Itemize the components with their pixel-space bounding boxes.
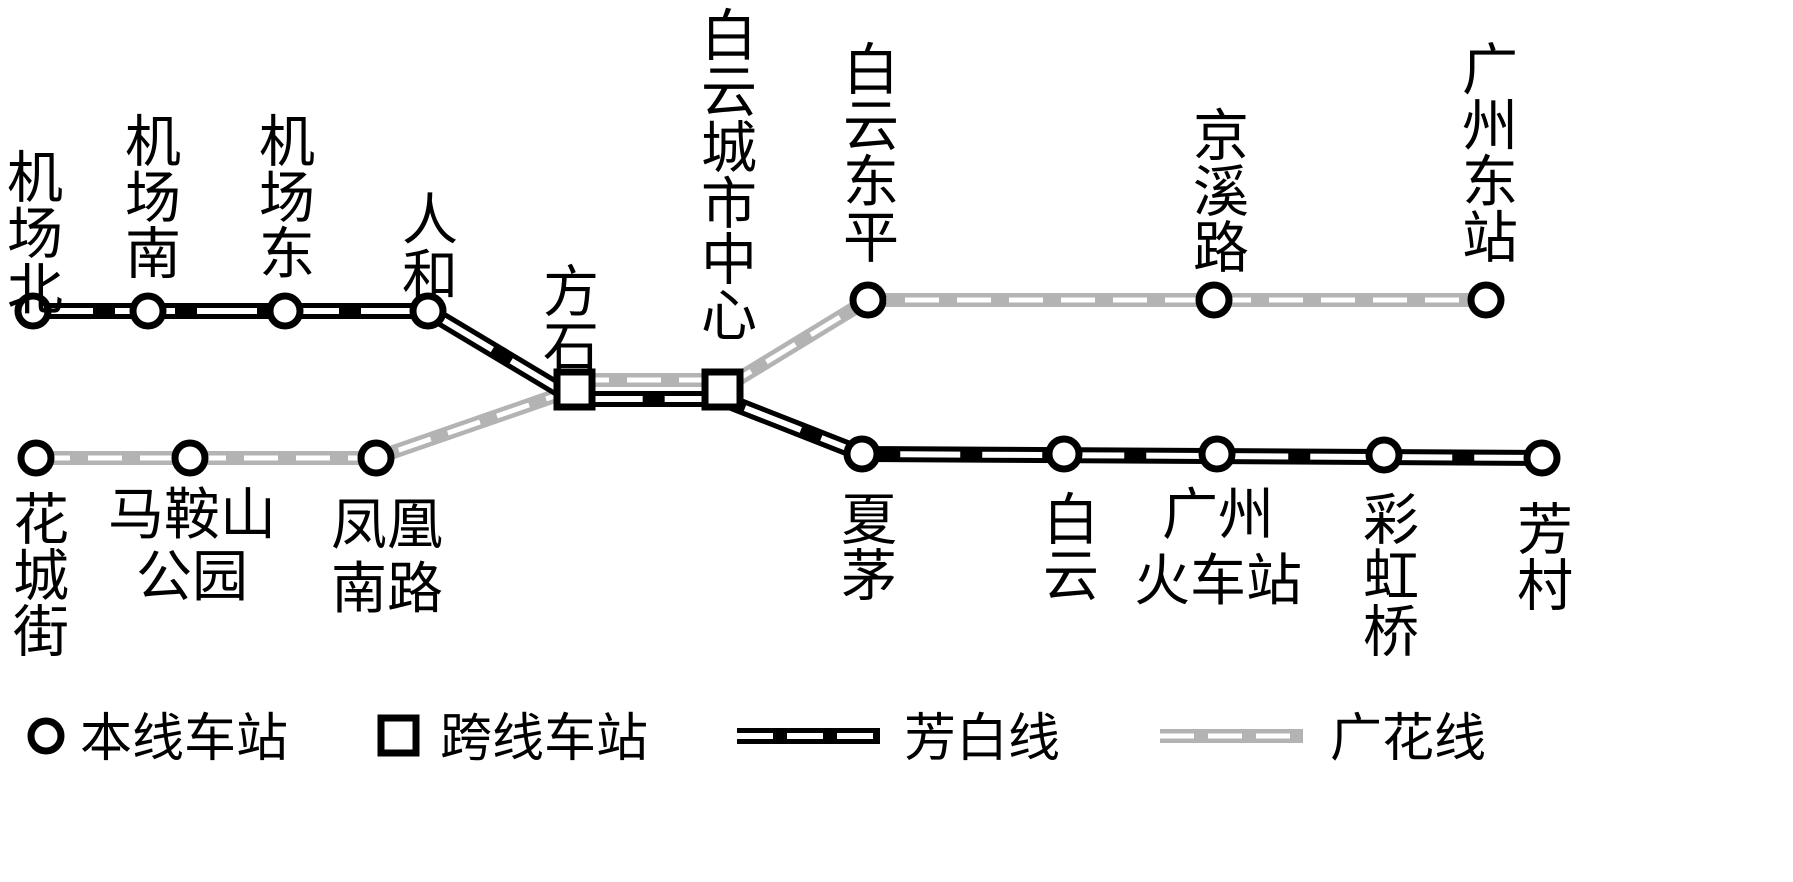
station-jichang-nan[interactable]	[129, 292, 167, 330]
label-baiyun-city-center: 白云城市中心	[692, 6, 757, 342]
label-jingxi-lu: 京溪路	[1184, 106, 1249, 274]
label-fangcun: 芳村	[1508, 500, 1573, 612]
station-guangzhou-huochezhan[interactable]	[1198, 435, 1236, 473]
label-guangzhou-dongzhan: 广州东站	[1453, 40, 1518, 264]
legend: 本线车站 跨线车站 芳白线 广花线	[27, 709, 1486, 769]
label-guangzhou-huochezhan-2: 火车站	[1134, 549, 1302, 614]
label-jichang-dong: 机场东	[250, 112, 315, 280]
label-guangzhou-huochezhan-1: 广州	[1162, 483, 1274, 548]
label-renhe: 人和	[393, 190, 458, 302]
legend-fangbai-line-label: 芳白线	[904, 709, 1060, 769]
label-xiamao: 夏茅	[832, 490, 897, 602]
guanghua-line-west	[36, 382, 578, 465]
station-fenghuang-nanlu[interactable]	[357, 439, 395, 477]
fangbai-line-path	[33, 303, 1543, 466]
label-fangshi: 方石	[534, 262, 599, 374]
station-fangshi[interactable]	[553, 368, 596, 411]
label-jichang-nan: 机场南	[116, 112, 181, 280]
guanghua-line	[36, 293, 1486, 465]
station-baiyun-dongping[interactable]	[849, 281, 887, 319]
stations	[14, 281, 1561, 477]
label-fenghuang-nanlu-2: 南路	[331, 557, 443, 622]
legend-own-station-icon	[27, 717, 65, 755]
legend-guanghua-line-label: 广花线	[1330, 709, 1486, 769]
label-baiyun: 白云	[1034, 490, 1099, 602]
legend-own-station-label: 本线车站	[80, 709, 288, 769]
station-renhe[interactable]	[409, 292, 447, 330]
station-guangzhou-dongzhan[interactable]	[1467, 281, 1505, 319]
station-baiyun-city-center[interactable]	[701, 368, 744, 411]
label-baiyun-dongping: 白云东平	[834, 40, 899, 264]
station-xiamao[interactable]	[843, 435, 881, 473]
station-baiyun[interactable]	[1045, 435, 1083, 473]
station-fangcun[interactable]	[1523, 439, 1561, 477]
guanghua-line-east	[718, 293, 1486, 395]
station-jingxi-lu[interactable]	[1195, 281, 1233, 319]
legend-transfer-station-icon	[377, 714, 420, 757]
legend-transfer-station-label: 跨线车站	[440, 709, 648, 769]
station-jichang-bei[interactable]	[14, 292, 52, 330]
station-maanshan-gongyuan[interactable]	[171, 439, 209, 477]
label-maanshan-gongyuan-1: 马鞍山	[108, 483, 276, 548]
label-maanshan-gongyuan-2: 公园	[136, 545, 248, 610]
fangbai-line	[33, 303, 1543, 466]
label-fenghuang-nanlu-1: 凤凰	[331, 493, 443, 558]
label-jichang-bei: 机场北	[0, 148, 63, 316]
station-jichang-dong[interactable]	[266, 292, 304, 330]
label-huacheng-jie: 花城街	[4, 490, 69, 658]
station-caihong-qiao[interactable]	[1365, 436, 1403, 474]
label-caihong-qiao: 彩虹桥	[1354, 490, 1419, 658]
station-huacheng-jie[interactable]	[17, 439, 55, 477]
